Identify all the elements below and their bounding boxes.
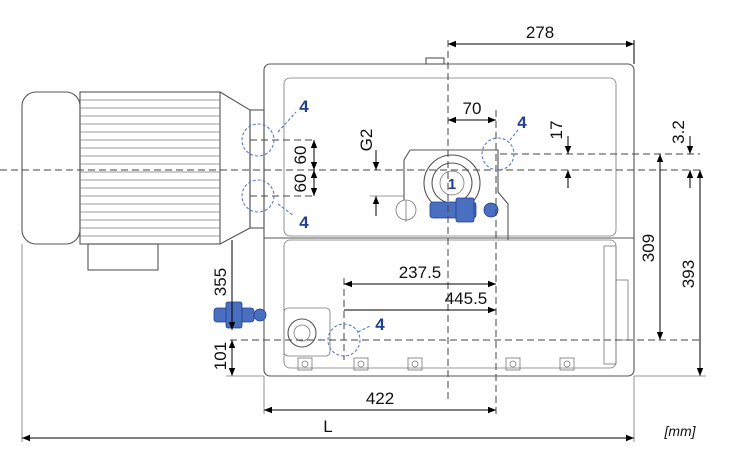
centerlines: [0, 40, 700, 418]
dim-445-5: 445.5: [445, 289, 488, 308]
blue-valve-right: [429, 197, 499, 223]
dim-l: L: [323, 417, 332, 436]
dim-60-upper: 60: [291, 146, 310, 165]
dim-3-2: 3.2: [669, 120, 688, 144]
dim-60-lower: 60: [291, 174, 310, 193]
dim-278: 278: [526, 23, 554, 42]
callout-4-lower-left: 4: [299, 213, 309, 232]
dim-355: 355: [211, 268, 230, 296]
dim-17: 17: [547, 121, 566, 140]
unit-label: [mm]: [663, 423, 696, 439]
dimension-lines: [21, 40, 706, 442]
dim-237-5: 237.5: [399, 263, 442, 282]
dimension-labels: 278 70 17 3.2 G2 60 60 309 393 355 101 2…: [211, 23, 698, 436]
dim-101: 101: [211, 342, 230, 370]
dim-g2: G2: [357, 129, 376, 152]
callout-1-inlet: 1: [448, 176, 456, 193]
dim-393: 393: [679, 260, 698, 288]
dim-422: 422: [366, 389, 394, 408]
callout-4-upper-left: 4: [299, 97, 309, 116]
blue-valve-left: [213, 301, 267, 329]
motor: [21, 91, 265, 271]
dim-70: 70: [463, 99, 482, 118]
dim-309: 309: [639, 234, 658, 262]
callout-labels: 4 4 4 4 1: [299, 97, 527, 334]
callout-4-bottom: 4: [375, 315, 385, 334]
callout-4-upper-right: 4: [517, 113, 527, 132]
reference-circles: [241, 111, 519, 357]
